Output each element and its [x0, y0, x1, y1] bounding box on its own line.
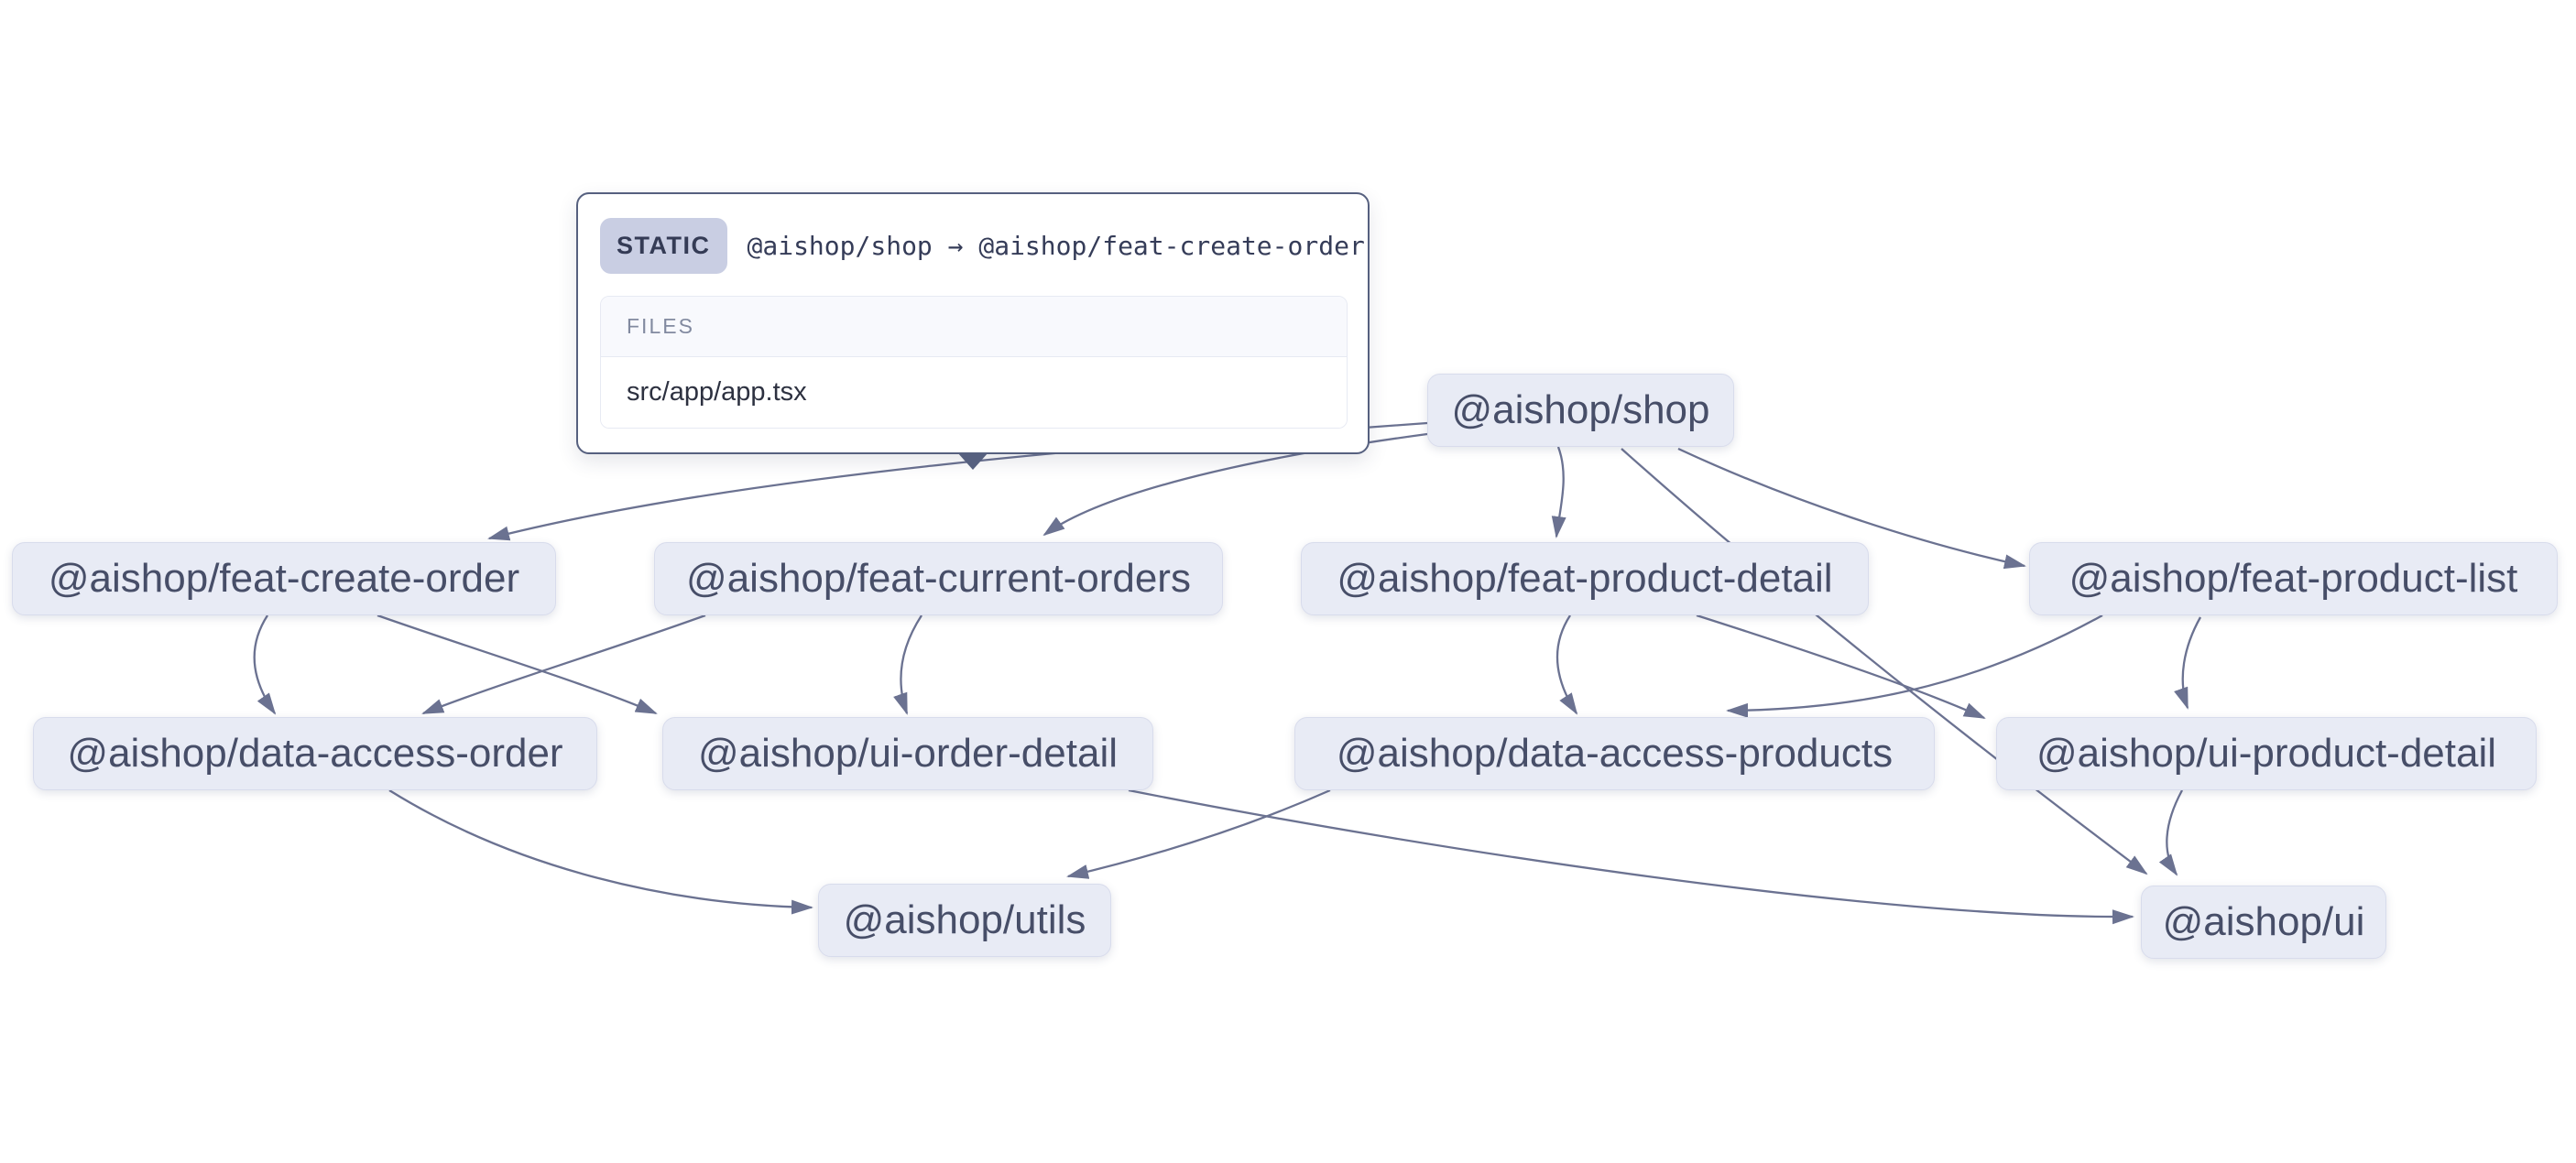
edge-ui-product-detail-to-ui[interactable]	[2158, 789, 2184, 876]
tooltip-caret	[957, 452, 988, 470]
edge-feat-product-list-to-data-access-products[interactable]	[1726, 614, 2103, 718]
edge-feat-create-order-to-ui-order-detail[interactable]	[377, 614, 658, 715]
graph-node-ui-order-detail[interactable]: @aishop/ui-order-detail	[662, 717, 1153, 790]
edge-feat-current-orders-to-ui-order-detail[interactable]	[893, 614, 922, 715]
graph-node-feat-product-detail[interactable]: @aishop/feat-product-detail	[1301, 542, 1869, 615]
tooltip-title: @aishop/shop → @aishop/feat-create-order	[747, 231, 1365, 261]
edge-feat-product-detail-to-data-access-products[interactable]	[1555, 614, 1578, 715]
edge-feat-product-list-to-ui-product-detail[interactable]	[2174, 616, 2202, 710]
edge-shop-to-feat-product-list[interactable]	[1677, 447, 2026, 570]
graph-node-ui[interactable]: @aishop/ui	[2141, 886, 2386, 959]
files-panel: FILES src/app/app.tsx	[600, 296, 1348, 429]
graph-node-shop[interactable]: @aishop/shop	[1427, 374, 1734, 447]
graph-node-feat-current-orders[interactable]: @aishop/feat-current-orders	[654, 542, 1223, 615]
graph-node-feat-create-order[interactable]: @aishop/feat-create-order	[12, 542, 556, 615]
graph-node-feat-product-list[interactable]: @aishop/feat-product-list	[2029, 542, 2558, 615]
tooltip-header: STATIC @aishop/shop → @aishop/feat-creat…	[600, 218, 1365, 274]
edge-tooltip: STATIC @aishop/shop → @aishop/feat-creat…	[576, 192, 1370, 470]
edge-feat-product-detail-to-ui-product-detail[interactable]	[1696, 614, 1986, 720]
file-row: src/app/app.tsx	[601, 357, 1347, 428]
edge-shop-to-feat-product-detail[interactable]	[1551, 446, 1566, 538]
files-header: FILES	[601, 297, 1347, 357]
graph-node-data-access-order[interactable]: @aishop/data-access-order	[33, 717, 597, 790]
edge-ui-order-detail-to-ui[interactable]	[1128, 788, 2134, 925]
graph-node-utils[interactable]: @aishop/utils	[818, 884, 1111, 957]
files-list: src/app/app.tsx	[601, 357, 1347, 428]
graph-node-ui-product-detail[interactable]: @aishop/ui-product-detail	[1996, 717, 2537, 790]
graph-node-data-access-products[interactable]: @aishop/data-access-products	[1294, 717, 1935, 790]
edge-type-badge: STATIC	[600, 218, 727, 274]
edge-shop-to-ui[interactable]	[1621, 448, 2148, 875]
edge-feat-create-order-to-data-access-order[interactable]	[253, 614, 277, 715]
edge-data-access-order-to-utils[interactable]	[388, 789, 813, 915]
edge-feat-current-orders-to-data-access-order[interactable]	[421, 614, 706, 715]
edge-data-access-products-to-utils[interactable]	[1066, 788, 1331, 879]
